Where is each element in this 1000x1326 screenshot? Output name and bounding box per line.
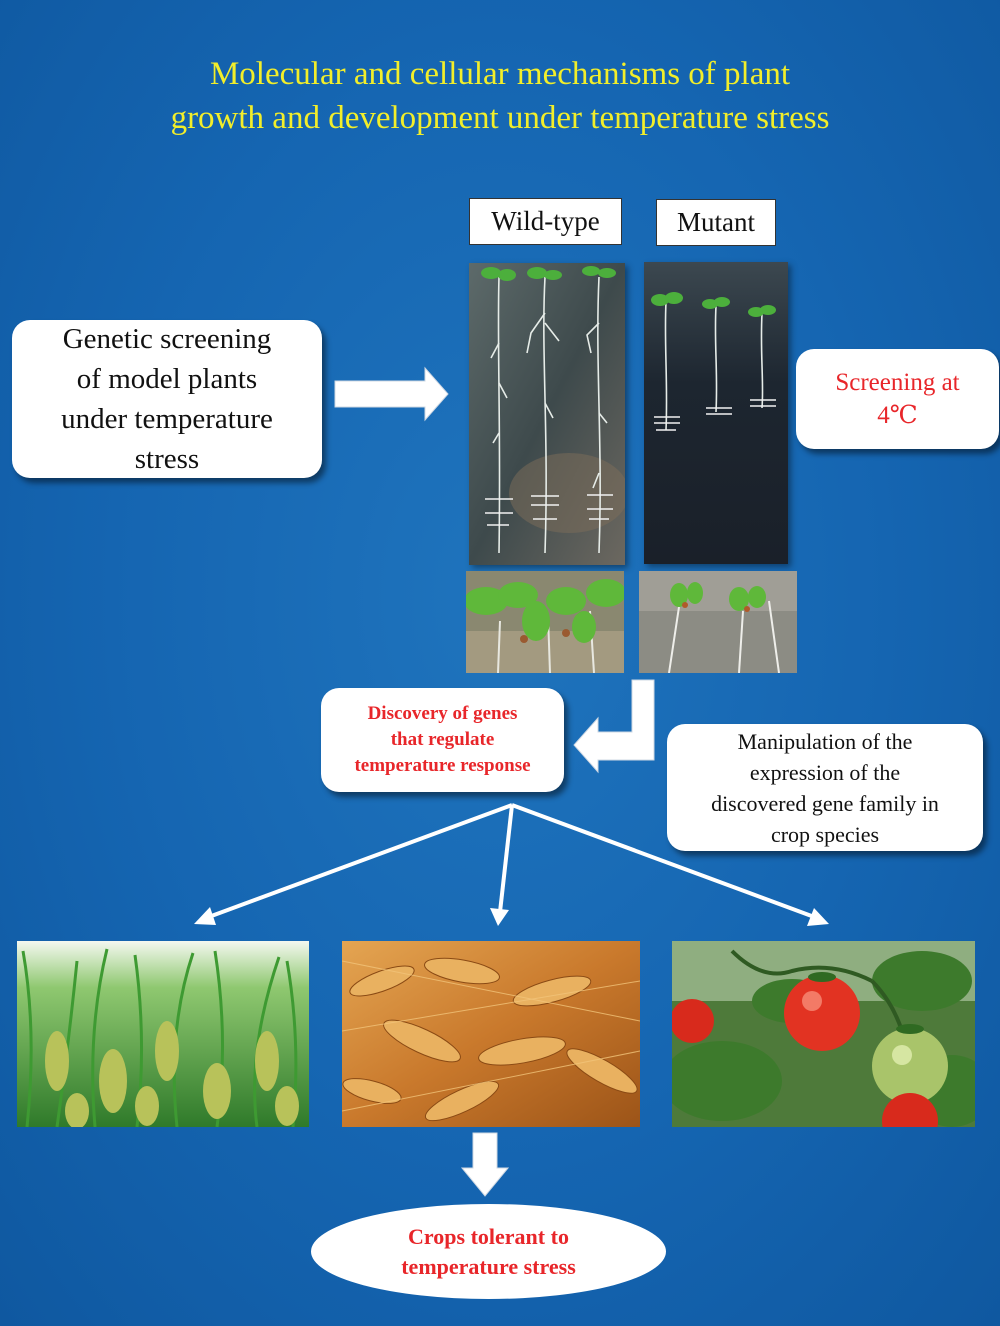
manipulation-line-2: expression of the	[749, 759, 901, 785]
gene-manipulation-box: Manipulation of the expression of the di…	[667, 724, 983, 851]
mutant-label: Mutant	[656, 199, 776, 246]
genetic-screening-box: Genetic screening of model plants under …	[12, 320, 322, 478]
branch-arrowhead-tomato	[807, 908, 829, 926]
discovery-line-1: Discovery of genes	[367, 703, 518, 724]
wild-type-label: Wild-type	[469, 198, 622, 245]
branch-arrow-rice	[205, 803, 513, 920]
result-line-2: temperature stress	[401, 1253, 576, 1279]
tolerant-crops-result: Crops tolerant to temperature stress	[311, 1204, 666, 1299]
result-line-1: Crops tolerant to	[408, 1223, 569, 1249]
discovery-line-2: that regulate	[390, 729, 495, 750]
screening-arrow	[334, 366, 449, 422]
screening-line-3: under temperature	[61, 403, 273, 435]
manipulation-line-4: crop species	[770, 821, 880, 847]
wild-type-closeup-photo	[466, 571, 624, 673]
screening-line-2: of model plants	[76, 363, 258, 395]
mutant-seedling-plate	[644, 262, 788, 564]
branch-arrowhead-rice	[194, 907, 216, 925]
tomato-crop-photo	[672, 941, 975, 1127]
wild-type-seedling-plate	[469, 263, 625, 565]
condition-line-2: 4℃	[877, 402, 918, 429]
figure-title: Molecular and cellular mechanisms of pla…	[60, 52, 940, 140]
rice-crop-photo	[17, 941, 309, 1127]
screening-line-4: stress	[134, 443, 200, 475]
branch-arrowhead-wheat	[490, 908, 509, 926]
branch-arrow-tomato	[511, 803, 818, 920]
condition-line-1: Screening at	[835, 369, 960, 396]
down-arrow	[460, 1132, 510, 1197]
branch-arrow-wheat	[498, 804, 514, 913]
gene-discovery-box: Discovery of genes that regulate tempera…	[321, 688, 564, 792]
elbow-arrow	[573, 679, 655, 774]
discovery-line-3: temperature response	[354, 755, 531, 776]
title-line-1: Molecular and cellular mechanisms of pla…	[209, 56, 791, 92]
screening-condition-box: Screening at 4℃	[796, 349, 999, 449]
wheat-crop-photo	[342, 941, 640, 1127]
manipulation-line-1: Manipulation of the	[737, 728, 913, 754]
manipulation-line-3: discovered gene family in	[711, 790, 939, 816]
title-line-2: growth and development under temperature…	[170, 100, 830, 136]
screening-line-1: Genetic screening	[62, 323, 272, 355]
mutant-closeup-photo	[639, 571, 797, 673]
